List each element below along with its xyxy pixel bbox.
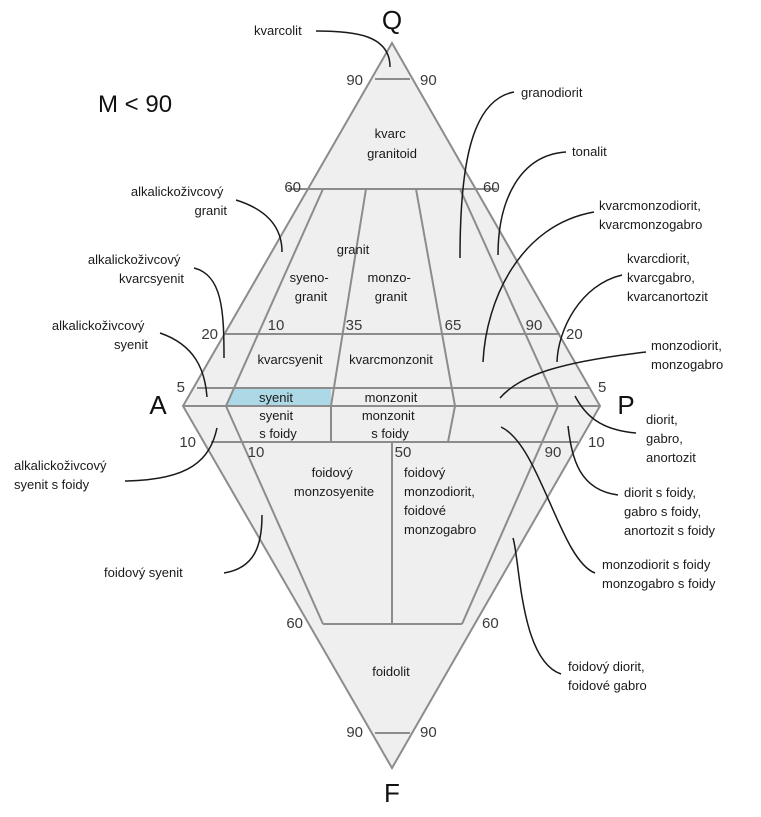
callout-monzodiorit: monzodiorit, monzogabro xyxy=(651,338,725,372)
pointer-alk-granit xyxy=(235,199,283,253)
tick-f60-left: 60 xyxy=(286,615,303,632)
field-foid-monzosyenit: foidový monzosyenite xyxy=(294,465,374,499)
pointer-diorit xyxy=(574,395,637,434)
callout-diorit: diorit, gabro, anortozit xyxy=(646,412,696,465)
pointer-tonalit xyxy=(497,151,567,256)
tick-q90-right: 90 xyxy=(420,72,437,89)
tick-lower-10: 10 xyxy=(248,444,265,461)
tick-f90-left: 90 xyxy=(346,724,363,741)
field-syenit: syenit xyxy=(259,390,293,405)
callout-kvarcolit: kvarcolit xyxy=(254,23,302,38)
callout-diorit-foidy: diorit s foidy, gabro s foidy, anortozit… xyxy=(624,485,716,538)
callout-monzodiorit-foidy: monzodiorit s foidy monzogabro s foidy xyxy=(602,557,716,591)
tick-q20-right: 20 xyxy=(566,326,583,343)
callout-tonalit: tonalit xyxy=(572,144,607,159)
field-kvarcmonzonit: kvarcmonzonit xyxy=(349,352,433,367)
divider-lower-65 xyxy=(447,405,456,443)
tick-q20-left: 20 xyxy=(201,326,218,343)
pointer-alk-kvarcsyenit xyxy=(193,267,225,359)
callout-kvarcmonzodiorit: kvarcmonzodiorit, kvarcmonzogabro xyxy=(599,198,705,232)
pointer-kvarcdiorit xyxy=(556,274,623,363)
callout-alk-syenit-foidy: alkalickoživcový syenit s foidy xyxy=(14,458,110,492)
callout-alk-kvarcsyenit: alkalickoživcový kvarcsyenit xyxy=(88,252,184,286)
field-granit: granit xyxy=(337,242,370,257)
apex-a: A xyxy=(149,390,167,420)
condition-label: M < 90 xyxy=(98,91,172,118)
apex-f: F xyxy=(384,778,400,808)
pointer-monzodiorit xyxy=(499,351,647,399)
apex-q: Q xyxy=(382,5,402,35)
tick-q5-right: 5 xyxy=(598,379,606,396)
field-monzonit-foidy: monzonit s foidy xyxy=(362,408,418,441)
divider-65 xyxy=(415,188,456,407)
diagram-outline xyxy=(181,40,602,771)
tick-f90-right: 90 xyxy=(420,724,437,741)
pointer-kvarcolit xyxy=(315,30,391,68)
field-syenogranit: syeno- granit xyxy=(290,270,333,304)
callout-kvarcdiorit: kvarcdiorit, kvarcgabro, kvarcanortozit xyxy=(627,251,708,304)
divider-lower-10 xyxy=(225,405,324,625)
pointer-diorit-foidy xyxy=(567,425,619,496)
tick-q90-left: 90 xyxy=(346,72,363,89)
field-monzonit: monzonit xyxy=(365,390,418,405)
pointer-granodiorit xyxy=(459,91,515,259)
syenit-field-highlight xyxy=(226,388,331,406)
field-foidolit: foidolit xyxy=(372,664,410,679)
apex-p: P xyxy=(617,390,634,420)
pointer-alk-syenit-foidy xyxy=(124,427,218,482)
divider-35 xyxy=(330,188,367,407)
divider-90 xyxy=(459,188,559,407)
tick-q5-left: 5 xyxy=(177,379,185,396)
pointer-alk-syenit xyxy=(159,332,208,398)
tick-upper-10: 10 xyxy=(268,317,285,334)
tick-f60-right: 60 xyxy=(482,615,499,632)
field-monzogranit: monzo- granit xyxy=(368,270,415,304)
tick-f10-left: 10 xyxy=(179,434,196,451)
tick-upper-35: 35 xyxy=(346,317,363,334)
tick-lower-50: 50 xyxy=(395,444,412,461)
divider-10 xyxy=(225,188,324,407)
callout-foid-diorit: foidový diorit, foidové gabro xyxy=(568,659,648,693)
field-kvarc-granitoid: kvarc granitoid xyxy=(367,126,417,161)
callout-granodiorit: granodiorit xyxy=(521,85,583,100)
tick-upper-90: 90 xyxy=(526,317,543,334)
callout-alk-syenit: alkalickoživcový syenit xyxy=(52,318,148,352)
tick-upper-65: 65 xyxy=(445,317,462,334)
pointer-kvarcmonzodiorit xyxy=(482,211,595,363)
callout-foid-syenit: foidový syenit xyxy=(104,565,183,580)
field-kvarcsyenit: kvarcsyenit xyxy=(257,352,322,367)
tick-lower-90: 90 xyxy=(545,444,562,461)
callout-alk-granit: alkalickoživcový granit xyxy=(131,184,227,218)
field-foid-monzodiorit: foidový monzodiorit, foidové monzogabro xyxy=(404,465,478,537)
divider-lower-90 xyxy=(461,405,559,625)
tick-f10-right: 10 xyxy=(588,434,605,451)
tick-q60-right: 60 xyxy=(483,179,500,196)
tick-q60-left: 60 xyxy=(284,179,301,196)
field-syenit-foidy: syenit s foidy xyxy=(259,408,297,441)
pointer-foid-diorit xyxy=(512,537,562,675)
pointer-foid-syenit xyxy=(223,514,263,574)
pointer-monzodiorit-foidy xyxy=(500,426,596,574)
